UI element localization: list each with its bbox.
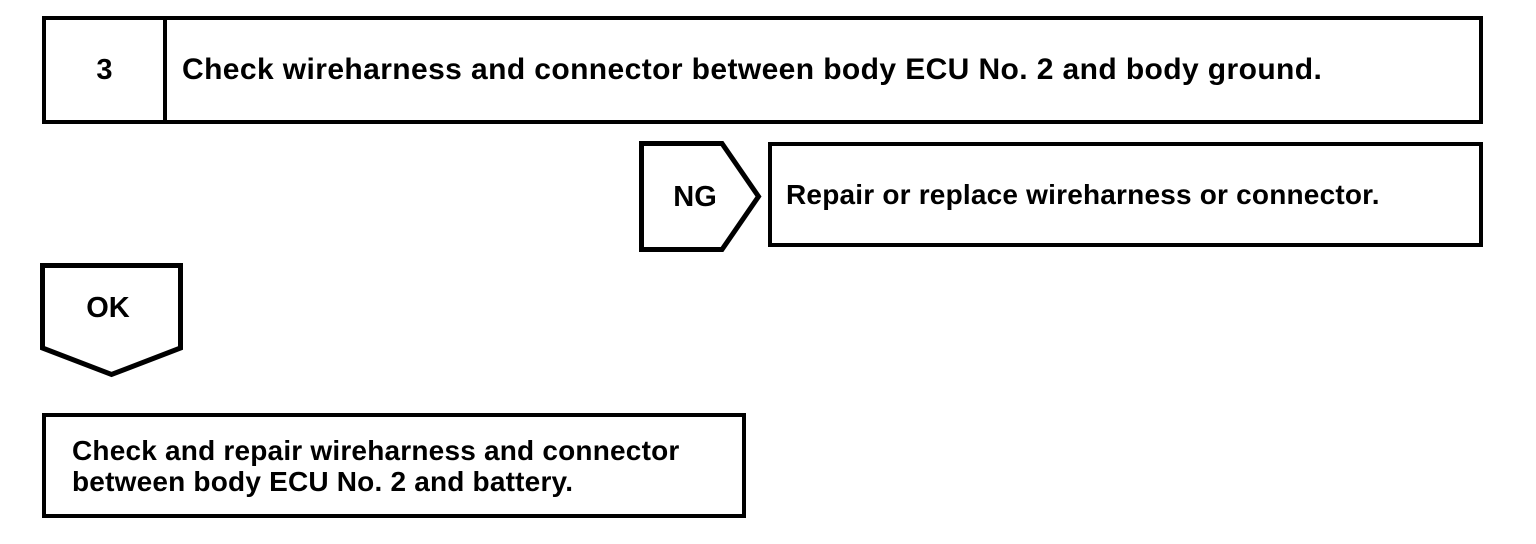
- ok-label: OK: [86, 292, 130, 324]
- ng-label: NG: [673, 181, 717, 213]
- step-title: Check wireharness and connector between …: [182, 53, 1323, 86]
- ng-action-text: Repair or replace wireharness or connect…: [786, 178, 1380, 210]
- ng-action-box: Repair or replace wireharness or connect…: [768, 142, 1483, 247]
- ng-pentagon-outline: [639, 141, 762, 252]
- result-line1: Check and repair wireharness and connect…: [72, 435, 680, 466]
- result-box: Check and repair wireharness and connect…: [42, 413, 746, 518]
- result-line2: between body ECU No. 2 and battery.: [72, 466, 574, 497]
- ok-pentagon-outline: [40, 263, 183, 378]
- ok-connector-icon: OK: [40, 263, 183, 378]
- step-box: 3 Check wireharness and connector betwee…: [42, 16, 1483, 124]
- step-number: 3: [46, 20, 167, 120]
- ng-connector-icon: NG: [639, 141, 762, 252]
